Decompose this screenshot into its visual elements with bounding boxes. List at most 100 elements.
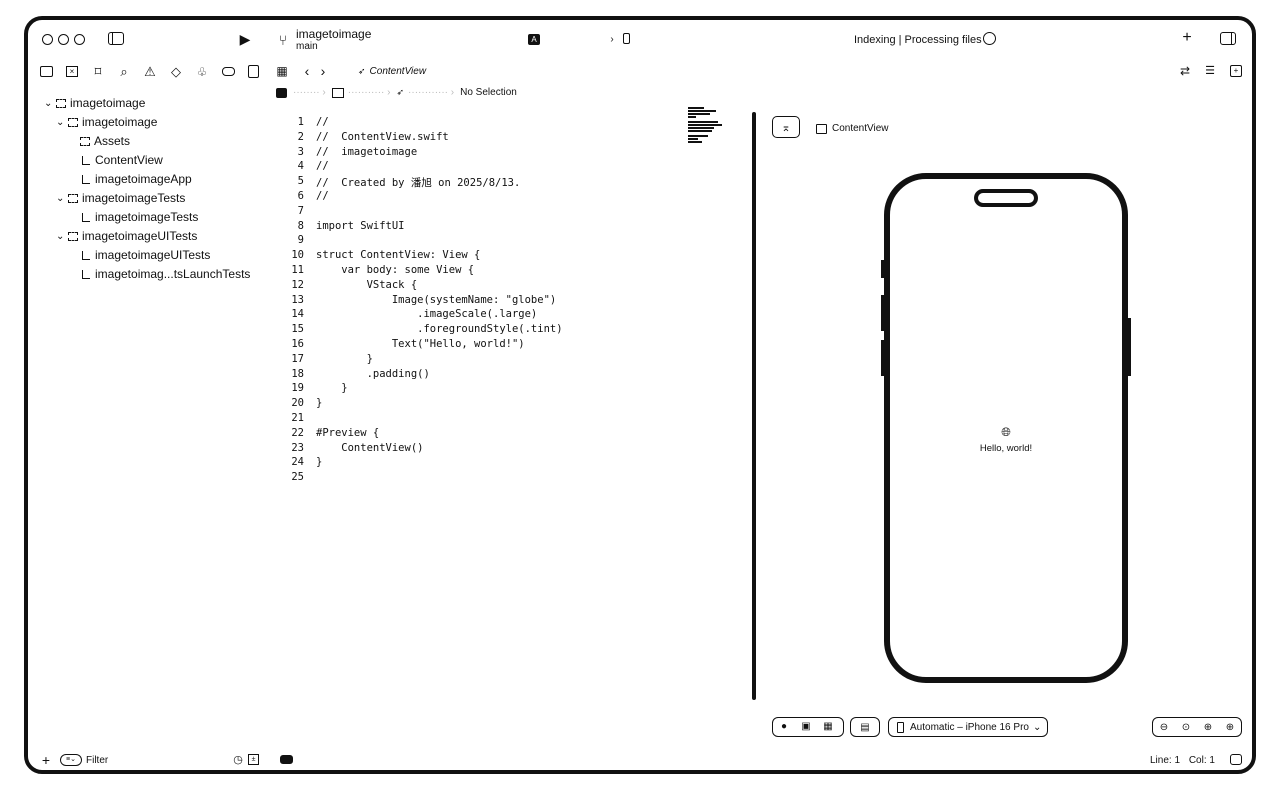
nav-item-project[interactable]: ⌄ imagetoimage bbox=[44, 94, 145, 112]
nav-item-group[interactable]: ⌄imagetoimage bbox=[56, 113, 157, 131]
pin-button[interactable]: ⌅ bbox=[772, 116, 800, 138]
debug-icon[interactable]: ♧ bbox=[196, 64, 208, 79]
grid-icon[interactable]: ▦ bbox=[276, 64, 288, 78]
zoom-fit-icon[interactable]: ⊙ bbox=[1181, 721, 1191, 733]
selectable-icon[interactable]: ▣ bbox=[801, 721, 811, 732]
debug-area-toggle-icon[interactable] bbox=[1230, 754, 1242, 765]
code-line[interactable]: #Preview { bbox=[316, 426, 380, 439]
device-frame: 🌐︎ Hello, world! bbox=[884, 173, 1128, 683]
code-line[interactable]: } bbox=[316, 352, 373, 365]
report-icon[interactable] bbox=[248, 65, 259, 78]
swift-icon: ➶ bbox=[358, 66, 366, 76]
line-number: 1 bbox=[297, 116, 304, 128]
canvas-divider[interactable] bbox=[752, 112, 756, 700]
nav-item-contentview[interactable]: ContentView bbox=[82, 151, 163, 169]
add-icon[interactable]: + bbox=[1182, 29, 1192, 46]
nav-label: imagetoimage bbox=[70, 96, 146, 110]
nav-item-tests[interactable]: imagetoimageTests bbox=[82, 208, 198, 226]
branch-name[interactable]: main bbox=[296, 41, 318, 52]
search-icon[interactable]: ⌕ bbox=[120, 64, 128, 79]
code-line[interactable]: Text("Hello, world!") bbox=[316, 338, 525, 350]
code-line[interactable]: // imagetoimage bbox=[316, 145, 418, 158]
line-number: 25 bbox=[291, 471, 304, 484]
test-icon[interactable]: ◇ bbox=[171, 64, 181, 79]
device-settings-button[interactable]: ▤ bbox=[850, 717, 880, 737]
code-line[interactable]: .foregroundStyle(.tint) bbox=[316, 323, 563, 336]
nav-item-tests-group[interactable]: ⌄imagetoimageTests bbox=[56, 189, 185, 207]
code-line[interactable]: // ContentView.swift bbox=[316, 130, 449, 143]
nav-item-assets[interactable]: Assets bbox=[80, 132, 130, 150]
code-line[interactable]: // bbox=[316, 116, 329, 128]
project-navigator-icon[interactable] bbox=[40, 66, 53, 77]
code-line[interactable]: import SwiftUI bbox=[316, 219, 405, 232]
project-name[interactable]: imagetoimage bbox=[296, 27, 372, 41]
editor-tab-label: ContentView bbox=[369, 66, 427, 77]
breadcrumb-faded[interactable]: ············ › bbox=[408, 87, 455, 98]
breadcrumb-faded[interactable]: ········ › bbox=[293, 87, 326, 98]
debug-console-icon[interactable] bbox=[280, 755, 293, 764]
editor-tab[interactable]: ➶ ContentView bbox=[358, 66, 426, 77]
breadcrumb-selection[interactable]: No Selection bbox=[460, 87, 517, 98]
nav-item-uitests[interactable]: imagetoimageUITests bbox=[82, 246, 210, 264]
line-number: 24 bbox=[291, 456, 304, 469]
globe-icon: 🌐︎ bbox=[1001, 425, 1011, 439]
editor-options-icon[interactable]: ☰ bbox=[1205, 64, 1215, 77]
chevron-down-icon[interactable]: ⌄ bbox=[56, 116, 65, 128]
forward-icon[interactable]: › bbox=[320, 63, 326, 79]
code-line[interactable]: Image(systemName: "globe") bbox=[316, 293, 557, 306]
project-icon bbox=[56, 98, 66, 108]
chevron-down-icon[interactable]: ⌄ bbox=[56, 192, 65, 204]
breakpoint-icon[interactable] bbox=[222, 67, 235, 76]
code-line[interactable]: // bbox=[316, 160, 329, 173]
close-window-button[interactable] bbox=[42, 34, 53, 45]
minimap[interactable] bbox=[688, 107, 728, 144]
code-line[interactable]: ContentView() bbox=[316, 441, 424, 454]
run-icon[interactable]: ▶ bbox=[239, 31, 251, 47]
progress-spinner-icon bbox=[983, 32, 996, 45]
preview-title[interactable]: ContentView bbox=[816, 123, 889, 134]
filter-field[interactable]: ≡⌄ Filter bbox=[60, 754, 108, 766]
sidebar-toggle-icon[interactable] bbox=[108, 32, 124, 45]
zoom-actual-icon[interactable]: ⊕ bbox=[1203, 721, 1213, 733]
breadcrumb-faded[interactable]: ··········· › bbox=[347, 87, 391, 98]
nav-item-launchtests[interactable]: imagetoimag...tsLaunchTests bbox=[82, 265, 250, 283]
line-number: 22 bbox=[291, 426, 304, 439]
code-line[interactable]: } bbox=[316, 456, 323, 469]
zoom-in-icon[interactable]: ⊕ bbox=[1225, 721, 1235, 733]
zoom-out-icon[interactable]: ⊖ bbox=[1159, 721, 1169, 733]
device-selector[interactable]: Automatic – iPhone 16 Pro ⌄ bbox=[888, 717, 1048, 737]
breadcrumb: ········ › ··········· › ➶ ············ … bbox=[276, 87, 517, 98]
swap-icon[interactable]: ⇄ bbox=[1179, 64, 1191, 78]
nav-item-app[interactable]: imagetoimageApp bbox=[82, 170, 192, 188]
code-line[interactable]: } bbox=[316, 382, 348, 395]
line-number: 23 bbox=[291, 441, 304, 454]
variants-icon[interactable]: ▦ bbox=[823, 721, 833, 732]
live-preview-icon[interactable]: ● bbox=[780, 721, 788, 732]
bookmark-icon[interactable]: ⌑ bbox=[94, 64, 102, 79]
chevron-down-icon[interactable]: ⌄ bbox=[44, 97, 53, 109]
code-line[interactable]: // Created by 潘旭 on 2025/8/13. bbox=[316, 177, 521, 190]
back-icon[interactable]: ‹ bbox=[304, 63, 310, 79]
source-control-filter-icon[interactable]: ± bbox=[248, 754, 259, 765]
code-line[interactable]: .padding() bbox=[316, 367, 430, 380]
add-file-icon[interactable]: + bbox=[41, 752, 51, 768]
scheme-icon[interactable]: A bbox=[528, 34, 540, 45]
source-control-icon[interactable]: × bbox=[66, 66, 78, 77]
code-line[interactable]: var body: some View { bbox=[316, 264, 475, 276]
recent-files-icon[interactable]: ◷ bbox=[233, 753, 243, 766]
code-line[interactable]: .imageScale(.large) bbox=[316, 308, 538, 321]
inspector-toggle-icon[interactable] bbox=[1220, 32, 1236, 45]
code-line[interactable]: struct ContentView: View { bbox=[316, 249, 481, 262]
minimize-window-button[interactable] bbox=[58, 34, 69, 45]
device-icon[interactable] bbox=[623, 33, 630, 44]
nav-item-uitests-group[interactable]: ⌄imagetoimageUITests bbox=[56, 227, 197, 245]
project-icon[interactable] bbox=[276, 87, 287, 98]
cursor-position[interactable]: Line: 1 Col: 1 bbox=[1150, 755, 1215, 766]
chevron-down-icon[interactable]: ⌄ bbox=[56, 230, 65, 242]
warning-icon[interactable]: ⚠ bbox=[144, 64, 156, 79]
add-editor-icon[interactable]: + bbox=[1230, 65, 1242, 77]
code-line[interactable]: VStack { bbox=[316, 278, 418, 291]
code-line[interactable]: // bbox=[316, 190, 329, 202]
zoom-window-button[interactable] bbox=[74, 34, 85, 45]
code-line[interactable]: } bbox=[316, 397, 323, 410]
